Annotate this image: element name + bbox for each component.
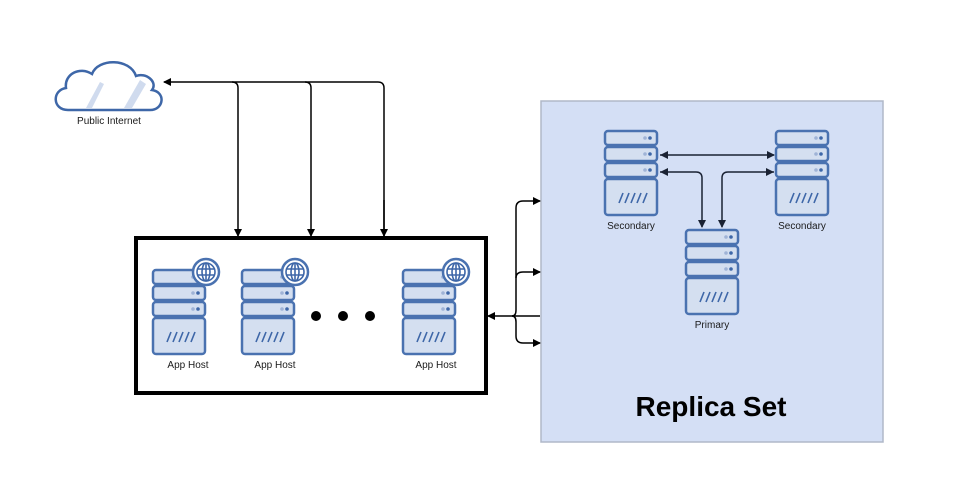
globe-icon bbox=[191, 257, 221, 287]
connector-secondary2-primary bbox=[718, 168, 774, 228]
app-host-2: App Host bbox=[240, 257, 310, 371]
server-icon bbox=[603, 129, 659, 217]
connector-rs-bottom bbox=[511, 315, 541, 347]
connector-rs-top bbox=[511, 197, 541, 317]
globe-icon bbox=[280, 257, 310, 287]
app-host-1: App Host bbox=[151, 257, 221, 371]
server-icon bbox=[774, 129, 830, 217]
replica-node-primary: Primary bbox=[684, 228, 740, 331]
public-internet-node: Public Internet bbox=[54, 61, 163, 127]
replica-internal-connectors bbox=[660, 151, 775, 228]
replica-set-title: Replica Set bbox=[636, 391, 787, 422]
app-host-label: App Host bbox=[167, 360, 208, 371]
app-host-3: App Host bbox=[401, 257, 471, 371]
cloud-icon bbox=[54, 61, 163, 112]
secondary-label: Secondary bbox=[778, 221, 826, 232]
replica-node-secondary-2: Secondary bbox=[774, 129, 830, 232]
secondary-label: Secondary bbox=[607, 221, 655, 232]
app-host-label: App Host bbox=[415, 360, 456, 371]
app-host-label: App Host bbox=[254, 360, 295, 371]
connector-secondary1-primary bbox=[660, 168, 706, 228]
replica-node-secondary-1: Secondary bbox=[603, 129, 659, 232]
ellipsis-more-hosts bbox=[311, 311, 375, 321]
connector-host-1 bbox=[231, 81, 242, 237]
public-internet-label: Public Internet bbox=[77, 116, 141, 127]
globe-icon bbox=[441, 257, 471, 287]
connector-rs-mid bbox=[515, 268, 541, 279]
cluster-replica-connectors bbox=[487, 197, 541, 347]
internet-connectors bbox=[163, 78, 388, 237]
connector-internet bbox=[163, 78, 385, 236]
primary-label: Primary bbox=[695, 320, 729, 331]
server-icon bbox=[684, 228, 740, 316]
connector-host-2 bbox=[304, 81, 315, 237]
